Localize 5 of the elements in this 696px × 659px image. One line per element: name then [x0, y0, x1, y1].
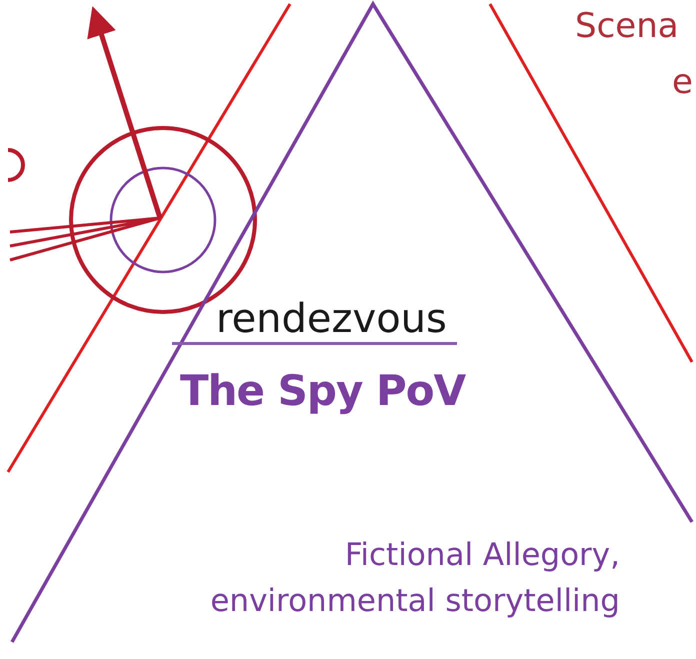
label-text: Scena: [575, 6, 679, 46]
description-text: Fictional Allegory, environmental storytelling: [209, 536, 620, 621]
heading-text: rendezvous: [172, 296, 457, 345]
subheading-text: The Spy PoV: [180, 366, 466, 415]
label-text: e: [672, 62, 693, 102]
